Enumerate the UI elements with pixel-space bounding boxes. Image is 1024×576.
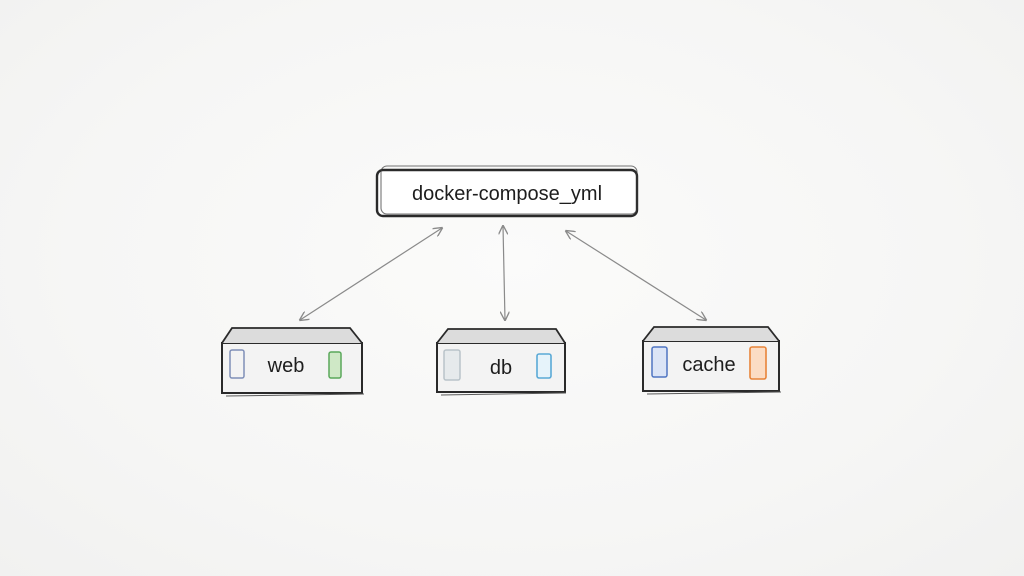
connector-web-root — [300, 228, 442, 320]
service-db-node[interactable]: db — [436, 328, 567, 396]
service-web-label: web — [267, 355, 305, 377]
connector-db-root — [503, 226, 505, 320]
container-icon — [229, 349, 245, 379]
container-icon — [443, 349, 461, 381]
compose-file-label: docker-compose_yml — [412, 183, 602, 205]
service-web-node[interactable]: web — [221, 327, 365, 397]
container-icon — [651, 346, 668, 378]
service-db-label: db — [490, 357, 512, 379]
service-cache-label: cache — [682, 354, 735, 376]
connector-cache-root — [566, 231, 706, 320]
service-cache-node[interactable]: cache — [642, 326, 782, 395]
compose-file-node[interactable]: docker-compose_yml — [375, 165, 639, 218]
container-icon — [749, 346, 767, 380]
connectors — [300, 226, 706, 320]
container-icon — [328, 351, 342, 379]
container-icon — [536, 353, 552, 379]
